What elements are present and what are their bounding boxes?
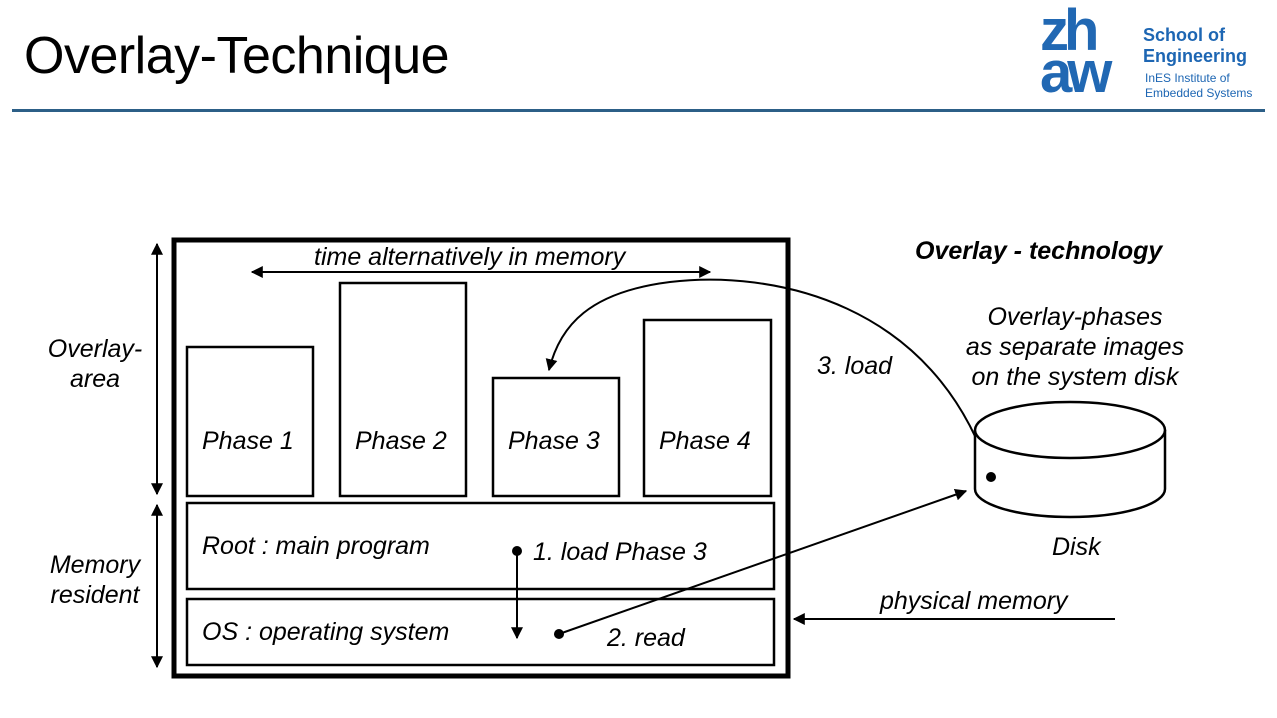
disk-icon xyxy=(973,400,1167,519)
logo-institute-line1: InES Institute of xyxy=(1145,71,1230,85)
overlay-area-label: Overlay- area xyxy=(36,334,154,394)
disk-caption: Overlay-phases as separate images on the… xyxy=(945,302,1205,392)
step2-arrow xyxy=(558,488,968,635)
step2-label: 2. read xyxy=(607,624,685,652)
logo-institute-line2: Embedded Systems xyxy=(1145,86,1253,100)
step1-label: 1. load Phase 3 xyxy=(533,538,707,566)
title-divider xyxy=(12,109,1265,112)
disk-caption-line3: on the system disk xyxy=(971,363,1179,391)
diagram-heading: Overlay - technology xyxy=(915,237,1163,265)
phase-1-label: Phase 1 xyxy=(202,427,294,455)
phase-1-box xyxy=(185,345,315,498)
os-box xyxy=(185,597,776,667)
logo-mark-bottom: aw xyxy=(1040,40,1112,105)
zhaw-logo: zh aw xyxy=(1040,0,1132,105)
physical-memory-label: physical memory xyxy=(880,587,1068,615)
root-label: Root : main program xyxy=(202,532,430,560)
page-title: Overlay-Technique xyxy=(24,27,450,85)
phase-4-box xyxy=(642,318,773,498)
overlay-area-line1: Overlay- xyxy=(47,335,143,363)
logo-school-line1: School of xyxy=(1143,25,1225,45)
disk-caption-line2: as separate images xyxy=(965,333,1185,361)
phase-2-label: Phase 2 xyxy=(355,427,447,455)
phase-3-label: Phase 3 xyxy=(508,427,600,455)
logo-mark-top: zh xyxy=(1040,0,1099,63)
disk-caption-line1: Overlay-phases xyxy=(987,303,1163,331)
physical-memory-box xyxy=(171,237,791,679)
disk-label: Disk xyxy=(1052,533,1101,561)
step3-curve-arrow xyxy=(545,278,992,478)
time-label: time alternatively in memory xyxy=(314,243,626,271)
disk-dot xyxy=(986,472,996,482)
logo-school-text: School of Engineering xyxy=(1143,25,1247,67)
memory-resident-line1: Memory xyxy=(49,551,141,579)
logo-institute-text: InES Institute of Embedded Systems xyxy=(1145,71,1252,101)
root-box xyxy=(185,501,776,591)
phase-2-box xyxy=(338,281,468,498)
os-label: OS : operating system xyxy=(202,618,450,646)
overlay-area-line2: area xyxy=(69,365,121,393)
memory-resident-label: Memory resident xyxy=(36,550,154,610)
phase-3-box xyxy=(491,376,621,498)
step3-label: 3. load xyxy=(817,352,893,380)
phase-4-label: Phase 4 xyxy=(659,427,751,455)
memory-resident-line2: resident xyxy=(50,581,140,609)
logo-school-line2: Engineering xyxy=(1143,46,1248,66)
